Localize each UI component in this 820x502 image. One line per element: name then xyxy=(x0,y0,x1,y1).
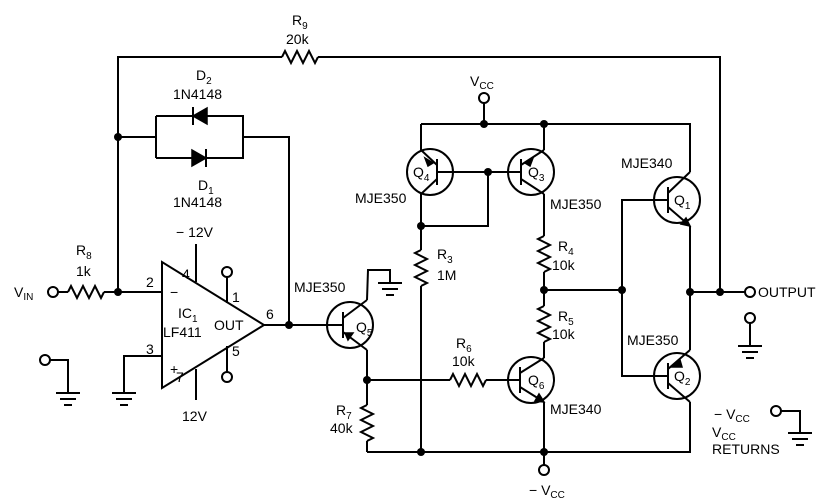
d2-diode xyxy=(191,106,208,126)
r8-ref: R8 xyxy=(76,242,92,262)
r9-value: 20k xyxy=(286,31,310,47)
q3-ref: Q3 xyxy=(528,164,545,184)
neg12-label: − 12V xyxy=(176,224,214,240)
pin-1-terminal[interactable] xyxy=(221,266,233,278)
ground-icon xyxy=(378,282,402,296)
junction-dots xyxy=(114,120,724,456)
r4-ref: R4 xyxy=(558,238,574,258)
r7-ref: R7 xyxy=(336,402,352,422)
output-section: OUTPUT xyxy=(690,284,816,359)
r5-resistor-group: R5 10k xyxy=(535,305,576,358)
r4-value: 10k xyxy=(552,257,576,273)
r7-resistor xyxy=(358,404,376,442)
q4-part: MJE350 xyxy=(355,190,407,206)
pos12-label: 12V xyxy=(182,408,208,424)
r9-resistor xyxy=(281,48,319,66)
ground-icon xyxy=(788,432,812,446)
vin-label: VIN xyxy=(14,284,33,303)
opamp-minus: − xyxy=(170,284,178,300)
ground-icon xyxy=(39,354,80,406)
vin-terminal[interactable] xyxy=(47,286,59,298)
q6-ref: Q6 xyxy=(528,372,545,392)
ic1-opamp: 2 3 − + IC1 LF411 OUT 4 − 12V 7 12V 1 5 … xyxy=(112,224,334,424)
q1-transistor: MJE340 Q1 xyxy=(621,155,701,292)
vcc-label: VCC xyxy=(470,73,494,92)
q5-part: MJE350 xyxy=(294,279,346,295)
pin-5-terminal[interactable] xyxy=(221,371,233,383)
r8-resistor xyxy=(67,283,105,301)
d1-ref: D1 xyxy=(198,177,214,197)
r8-value: 1k xyxy=(76,263,92,279)
r7-value: 40k xyxy=(330,420,354,436)
ic1-ref: IC1 xyxy=(178,305,198,325)
legend-neg-vcc: − VCC xyxy=(714,406,750,425)
pin-2-label: 2 xyxy=(146,274,154,290)
legend-vcc: VCC xyxy=(712,424,736,443)
r7-resistor-group: R7 40k xyxy=(330,380,376,452)
d1-diode xyxy=(191,148,208,168)
returns-terminal[interactable] xyxy=(770,405,782,417)
q4-ref: Q4 xyxy=(413,164,430,184)
q2-transistor: MJE350 Q2 xyxy=(627,292,701,403)
d1-part: 1N4148 xyxy=(173,194,222,210)
output-terminal[interactable] xyxy=(744,286,756,298)
pin-3-label: 3 xyxy=(146,341,154,357)
neg-vcc-label: − VCC xyxy=(529,482,565,501)
q2-part: MJE350 xyxy=(627,332,679,348)
d2-ref: D2 xyxy=(196,67,212,87)
r6-resistor-group: R6 10k xyxy=(367,335,520,389)
q2-ref: Q2 xyxy=(674,368,691,388)
q3-transistor: MJE350 Q3 xyxy=(488,148,602,236)
pin-5-label: 5 xyxy=(232,343,240,359)
q6-part: MJE340 xyxy=(550,401,602,417)
r4-resistor xyxy=(535,235,553,273)
vcc-terminal[interactable] xyxy=(478,92,490,104)
q6-transistor: MJE340 Q6 xyxy=(507,356,602,465)
q3-part: MJE350 xyxy=(550,196,602,212)
opamp-plus: + xyxy=(170,361,178,377)
r6-resistor xyxy=(449,371,487,389)
r9-feedback-path: R9 20k xyxy=(117,12,721,292)
pin-6-label: 6 xyxy=(266,306,274,322)
q5-ref: Q5 xyxy=(356,319,373,339)
legend-returns: RETURNS xyxy=(712,441,780,457)
pin-1-label: 1 xyxy=(232,289,240,305)
r9-ref: R9 xyxy=(292,12,308,32)
supply-returns-legend: − VCC VCC RETURNS xyxy=(712,405,812,457)
q5-transistor: MJE350 Q5 xyxy=(294,269,402,405)
ic1-out-label: OUT xyxy=(214,317,244,333)
ground-icon xyxy=(738,312,762,359)
r4-resistor-group: R4 10k xyxy=(535,235,576,306)
r3-resistor-group: R3 1M xyxy=(412,226,456,452)
diode-network: D2 1N4148 D1 1N4148 xyxy=(118,67,290,325)
r3-resistor xyxy=(412,249,430,287)
pin-4-label: 4 xyxy=(182,266,190,282)
q1-ref: Q1 xyxy=(674,192,691,212)
r5-value: 10k xyxy=(552,326,576,342)
ground-icon xyxy=(112,392,136,406)
r3-ref: R3 xyxy=(437,246,453,266)
ic1-part: LF411 xyxy=(163,324,202,340)
output-label: OUTPUT xyxy=(758,284,816,300)
input-section: VIN R8 1k xyxy=(14,242,162,406)
neg-rail xyxy=(367,402,691,453)
r3-value: 1M xyxy=(437,267,456,283)
q1-part: MJE340 xyxy=(621,155,673,171)
neg-vcc-supply: − VCC xyxy=(529,464,565,501)
r5-ref: R5 xyxy=(558,308,574,328)
r5-resistor xyxy=(535,305,553,343)
r6-ref: R6 xyxy=(456,335,472,355)
q4-transistor: MJE350 Q4 xyxy=(355,148,489,227)
neg-vcc-terminal[interactable] xyxy=(538,464,550,476)
r6-value: 10k xyxy=(452,353,476,369)
pin-7-label: 7 xyxy=(176,369,184,385)
d2-part: 1N4148 xyxy=(173,86,222,102)
